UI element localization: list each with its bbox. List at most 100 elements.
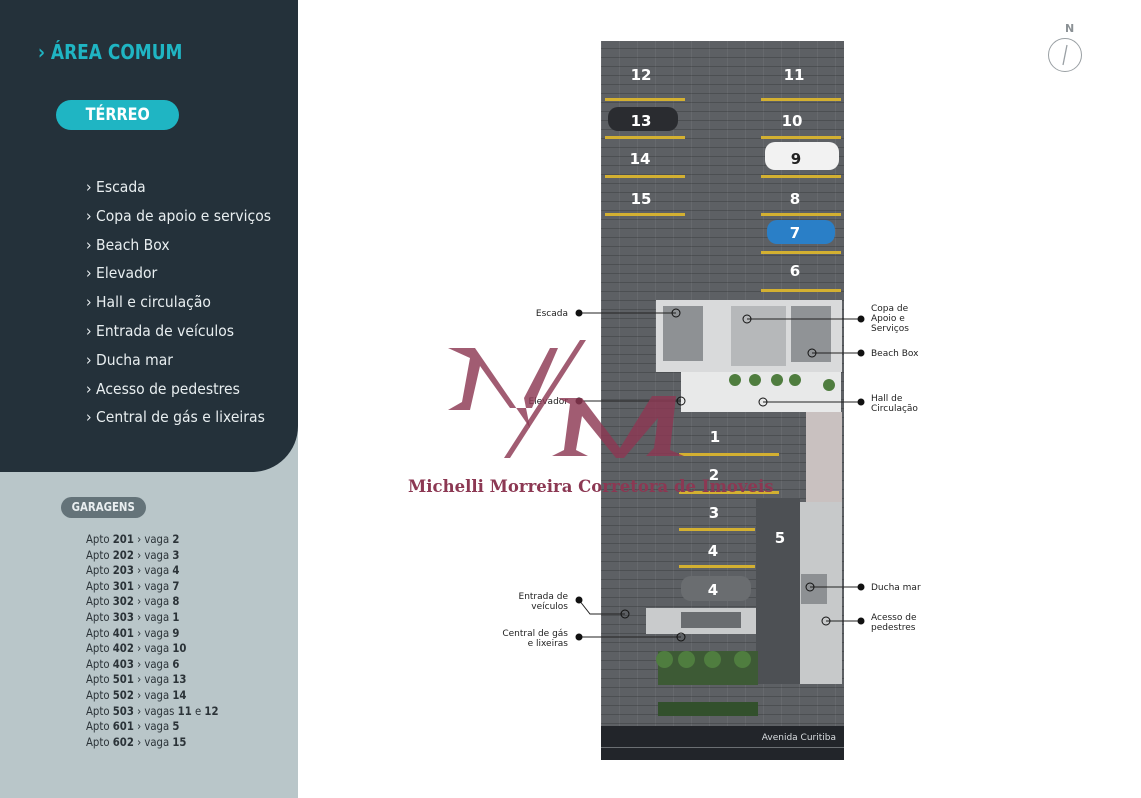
spot-number: 7 [789,224,801,242]
callout-dot [857,398,865,406]
callout-dot [575,596,583,604]
amenity-item[interactable]: Beach Box [86,234,271,263]
vaga-number: 10 [172,641,187,656]
vaga-number: 14 [172,687,187,702]
garage-assignment: Apto 201 › vaga 2 [86,532,180,546]
apto-number: 303 [112,609,134,624]
label-acesso-pedestres: Acesso de pedestres [871,613,917,633]
vaga-number: 7 [172,578,180,593]
plant [704,651,721,668]
plant [749,374,761,386]
amenity-item[interactable]: Escada [86,176,271,205]
floor-tab-terreo[interactable]: TÉRREO [56,100,179,130]
spot-divider [761,175,841,178]
spot-divider [679,491,779,494]
vaga-number: 11 [177,703,192,718]
vaga-label: vaga [144,625,170,640]
apto-prefix: Apto [86,578,113,593]
vaga-number: 4 [172,563,180,578]
callout-dot [857,583,865,591]
spot-divider [761,251,841,254]
callout-target [758,397,768,407]
stair-block [663,306,703,361]
apto-number: 402 [112,641,134,656]
apto-prefix: Apto [86,563,113,578]
apto-number: 602 [112,734,134,749]
spot-number: 15 [630,190,652,208]
apto-prefix: Apto [86,672,113,687]
spot-divider [761,213,841,216]
section-title: › ÁREA COMUM [38,40,183,64]
amenity-item[interactable]: Elevador [86,262,271,291]
callout-target [821,616,831,626]
apto-number: 501 [112,672,134,687]
amenity-item[interactable]: Hall e circulação [86,291,271,320]
garage-assignment: Apto 203 › vaga 4 [86,563,180,578]
garage-assignment: Apto 602 › vaga 15 [86,734,187,749]
label-elevador: Elevador [528,397,569,407]
callout-target [620,609,630,619]
street-name: Avenida Curitiba [761,733,836,743]
garage-assignment: Apto 403 › vaga 6 [86,656,180,671]
spot-number: 10 [781,112,803,130]
vaga-number: 9 [172,625,180,640]
street: Avenida Curitiba [601,726,844,760]
plant [656,651,673,668]
label-ducha-mar: Ducha mar [871,583,921,593]
vaga-label: vaga [144,656,170,671]
label-entrada-veiculos: Entrada de veículos [518,592,568,612]
label-central-gas: Central de gás e lixeiras [502,629,568,649]
trash-bins [681,612,741,628]
vaga-number: 3 [172,547,180,562]
vaga-number: 1 [172,609,180,624]
amenity-item[interactable]: Ducha mar [86,349,271,378]
apto-number: 302 [112,594,134,609]
apto-number: 601 [112,719,134,734]
plant [729,374,741,386]
amenity-item[interactable]: Copa de apoio e serviços [86,205,271,234]
spot-divider [605,136,685,139]
garage-assignment: Apto 301 › vaga 7 [86,578,180,593]
vaga-label: vaga [144,563,170,578]
vaga-label: vaga [144,547,170,562]
callout-target [676,396,686,406]
spot-number: 14 [629,150,651,168]
vaga-number: 2 [172,532,180,546]
spot-divider [679,453,779,456]
callout-target [676,632,686,642]
apto-number: 503 [112,703,134,718]
vaga-label: vagas [144,703,175,718]
vaga-label: vaga [144,594,170,609]
compass-icon [1048,38,1082,72]
callout-dot [857,349,865,357]
vaga-number: 5 [172,719,180,734]
spot-number: 8 [789,190,801,208]
car [767,220,835,244]
garage-assignment: Apto 503 › vagas 11 e 12 [86,703,219,718]
amenity-item[interactable]: Acesso de pedestres [86,378,271,407]
vaga-label: vaga [144,672,170,687]
spot-divider [605,175,685,178]
callout-target [742,314,752,324]
spot-number: 12 [630,66,652,84]
amenity-item[interactable]: Central de gás e lixeiras [86,406,271,435]
amenity-item[interactable]: Entrada de veículos [86,320,271,349]
apto-number: 203 [112,563,134,578]
garage-assignment: Apto 402 › vaga 10 [86,641,187,656]
vaga-number: 8 [172,594,180,609]
car [681,576,751,601]
callout-dot [857,617,865,625]
garage-assignment: Apto 303 › vaga 1 [86,609,180,624]
spot-number: 2 [708,466,720,484]
spot-number: 6 [789,262,801,280]
apto-number: 401 [112,625,134,640]
floor-tab-label: TÉRREO [85,105,150,125]
plant [823,379,835,391]
spot-number: 11 [783,66,805,84]
callout-target [805,582,815,592]
callout-target [807,348,817,358]
callout-target [671,308,681,318]
vaga-label: vaga [144,734,170,749]
